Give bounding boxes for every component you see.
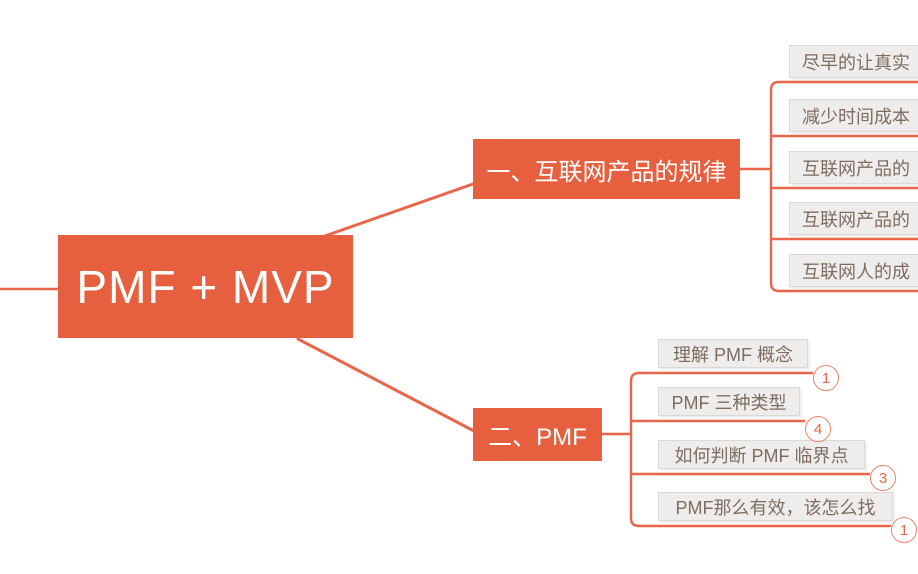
numbered-badge[interactable]: 4 (805, 416, 831, 442)
subtopic-internet-person-growth[interactable]: 互联网人的成 (789, 254, 918, 287)
numbered-badge[interactable]: 1 (813, 365, 839, 391)
subtopic-internet-product-1[interactable]: 互联网产品的 (789, 151, 918, 184)
branch-topic-pmf[interactable]: 二、PMF (473, 408, 602, 461)
branch2-trunk (629, 371, 641, 528)
subtopic-pmf-three-types[interactable]: PMF 三种类型 (658, 387, 800, 416)
branch-topic-internet-product-rules[interactable]: 一、互联网产品的规律 (473, 139, 740, 199)
root-to-branch1-line (320, 182, 475, 239)
root-topic[interactable]: PMF + MVP (58, 235, 353, 338)
subtopic-how-to-find-pmf[interactable]: PMF那么有效，该怎么找 (658, 492, 893, 521)
subtopic-real-users-early[interactable]: 尽早的让真实 (789, 45, 918, 78)
root-to-branch2-line (296, 337, 476, 433)
numbered-badge[interactable]: 3 (870, 465, 896, 491)
subtopic-reduce-time-cost[interactable]: 减少时间成本 (789, 99, 918, 132)
subtopic-judge-pmf-threshold[interactable]: 如何判断 PMF 临界点 (658, 440, 865, 469)
numbered-badge[interactable]: 1 (891, 517, 917, 543)
subtopic-understand-pmf[interactable]: 理解 PMF 概念 (658, 339, 808, 368)
subtopic-internet-product-2[interactable]: 互联网产品的 (789, 202, 918, 235)
branch1-trunk (769, 80, 781, 293)
